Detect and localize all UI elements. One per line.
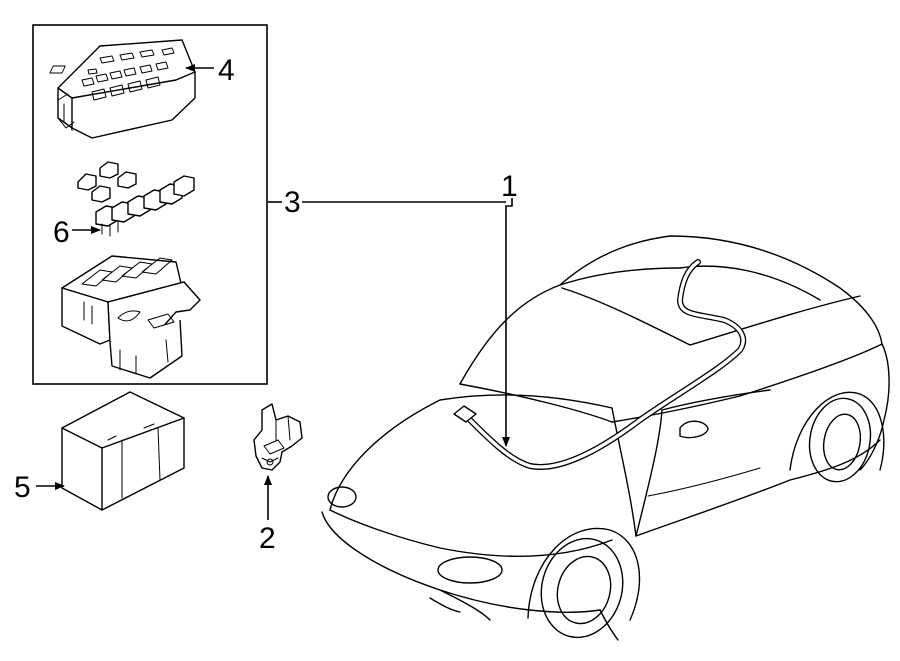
fuses-part xyxy=(77,161,195,237)
callout-5: 5 xyxy=(14,471,31,504)
relay-cover-part xyxy=(61,391,185,511)
callout-6: 6 xyxy=(53,216,70,249)
callout-2: 2 xyxy=(259,522,276,555)
callout-1: 1 xyxy=(501,170,518,203)
callout-leaders xyxy=(36,64,513,520)
car-outline xyxy=(321,235,890,641)
wiring-harness-part xyxy=(453,259,747,470)
callout-3: 3 xyxy=(284,186,301,219)
fuse-box-body-part xyxy=(61,255,201,379)
fuse-box-cover-part xyxy=(49,39,196,139)
bracket-part xyxy=(253,403,303,471)
fuse-box-assembly-frame xyxy=(32,24,268,385)
callout-4: 4 xyxy=(218,54,235,87)
